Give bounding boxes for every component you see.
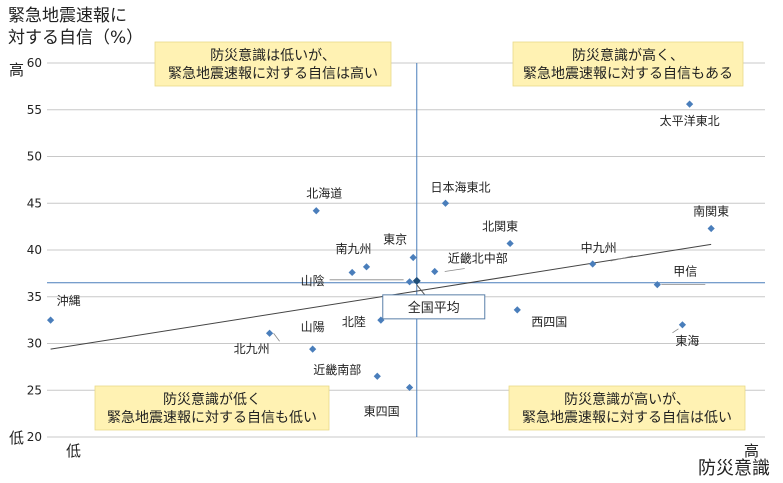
quadrant-box-bottom-right: [508, 385, 746, 431]
x-axis-title: 防災意識: [698, 458, 770, 479]
quadrant-text-top-right: 緊急地震速報に対する自信もある: [523, 66, 733, 82]
data-point: [506, 239, 514, 248]
y-tick-label: 55: [27, 103, 42, 117]
point-label: 沖縄: [57, 293, 81, 308]
point-label: 北海道: [306, 186, 342, 201]
label-leader-line: [444, 268, 465, 272]
point-label: 北九州: [234, 342, 270, 356]
data-point: [362, 263, 371, 271]
average-label: 全国平均: [408, 300, 460, 316]
point-label: 東海: [675, 333, 699, 348]
quadrant-text-bottom-right: 緊急地震速報に対する自信は低い: [522, 410, 732, 426]
point-label: 東京: [383, 232, 407, 246]
y-high-label: 高: [9, 61, 24, 79]
data-point: [589, 260, 597, 268]
point-label: 中九州: [581, 240, 617, 255]
data-point: [405, 278, 414, 286]
y-tick-labels: 20 25 30 35 40 45 50 55 60: [27, 56, 42, 444]
y-tick-label: 35: [27, 290, 42, 304]
y-tick-label: 20: [27, 430, 42, 444]
point-label: 甲信: [673, 265, 697, 279]
point-label: 西四国: [531, 315, 567, 329]
quadrant-box-top-left: [154, 41, 392, 87]
quadrant-text-top-left: 緊急地震速報に対する自信は高い: [168, 65, 378, 82]
label-leader-line: [273, 332, 280, 342]
point-label: 北陸: [342, 315, 366, 329]
y-tick-label: 40: [27, 243, 42, 257]
y-axis-title-line-1: 緊急地震速報に: [8, 6, 127, 26]
label-leader-line: [610, 255, 633, 262]
data-point: [678, 321, 687, 329]
point-label: 南九州: [336, 241, 372, 256]
y-tick-label: 25: [27, 383, 42, 397]
trendline-segment: [50, 243, 712, 350]
y-tick-label: 30: [27, 337, 42, 351]
data-point: [405, 383, 414, 392]
average-box: [382, 294, 486, 320]
point-label: 近畿南部: [313, 362, 361, 377]
point-label: 山陰: [301, 274, 325, 288]
data-point: [265, 329, 274, 337]
point-label: 山陽: [301, 320, 325, 334]
y-low-label: 低: [9, 429, 24, 447]
average-pointer: [416, 284, 426, 296]
data-point: [431, 267, 439, 276]
quadrant-dividers: [47, 63, 765, 437]
quadrant-box-top-right: [512, 41, 744, 87]
point-label: 太平洋東北: [660, 113, 720, 128]
data-point: [46, 316, 55, 324]
data-point: [312, 207, 320, 215]
data-point: [441, 199, 450, 207]
x-low-label: 低: [66, 442, 81, 460]
trendline: [50, 243, 712, 350]
y-tick-label: 50: [27, 150, 42, 164]
y-axis-title-line-2: 対する自信（%）: [8, 28, 143, 48]
quadrant-text-bottom-right: 防災意識が高いが、: [564, 391, 690, 408]
y-tick-label: 60: [27, 56, 42, 70]
label-leader-line: [672, 328, 679, 334]
quadrant-text-bottom-left: 緊急地震速報に対する自信も低い: [107, 410, 317, 426]
quadrant-box-bottom-left: [94, 385, 330, 431]
quadrant-text-bottom-left: 防災意識が低く: [163, 391, 261, 408]
data-points: [46, 100, 715, 392]
national-average-callout: 全国平均: [382, 276, 486, 320]
y-tick-label: 45: [27, 196, 42, 210]
point-label: 南関東: [693, 203, 729, 218]
quadrant-boxes: 防災意識は低いが、緊急地震速報に対する自信は高い 防災意識が高く、緊急地震速報に対…: [94, 41, 746, 431]
data-point: [686, 100, 694, 108]
point-label: 北関東: [482, 219, 518, 233]
data-point: [373, 372, 381, 380]
x-high-label: 高: [744, 442, 759, 460]
data-point: [309, 345, 317, 353]
point-label: 近畿北中部: [448, 251, 508, 266]
quadrant-text-top-left: 防災意識は低いが、: [210, 47, 336, 64]
point-label: 日本海東北: [430, 179, 490, 194]
data-point: [653, 280, 661, 289]
data-point: [409, 253, 417, 262]
point-label: 東四国: [364, 404, 400, 418]
data-point: [513, 306, 521, 314]
data-point: [348, 268, 356, 277]
quadrant-text-top-right: 防災意識が高く、: [572, 47, 684, 64]
gridlines: [47, 62, 765, 438]
average-point: [412, 276, 421, 285]
data-point: [707, 224, 715, 233]
